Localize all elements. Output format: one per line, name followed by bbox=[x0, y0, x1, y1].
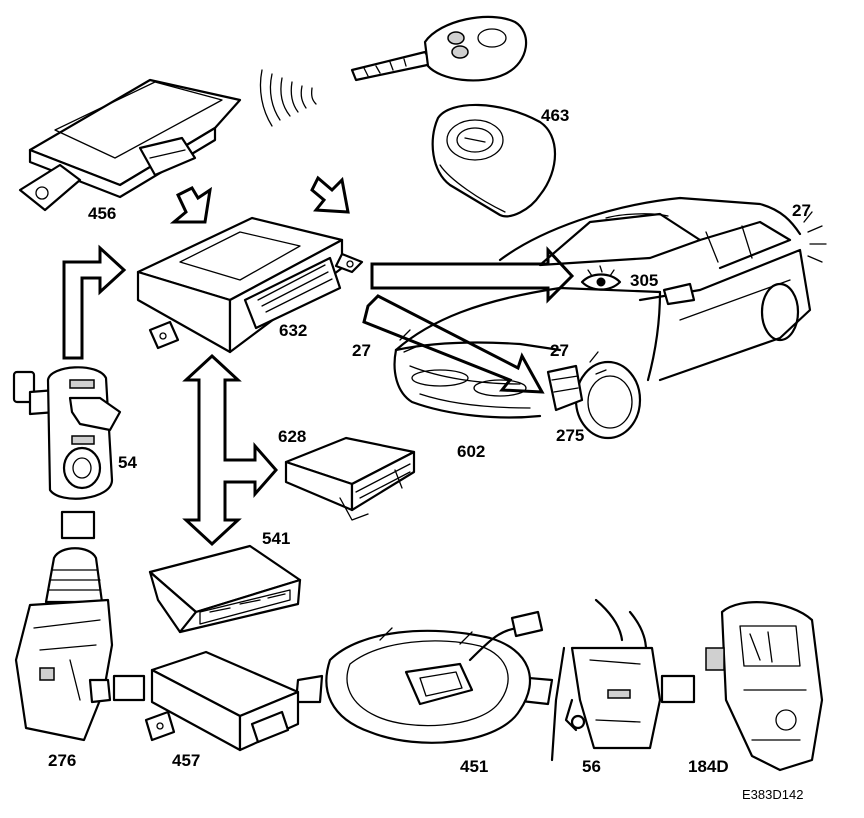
label-27-rear: 27 bbox=[792, 201, 811, 220]
radio-waves bbox=[259, 69, 317, 127]
connector-276-457 bbox=[112, 674, 146, 702]
receiver-module-456 bbox=[18, 78, 242, 212]
label-305: 305 bbox=[630, 271, 659, 290]
connector-457-451 bbox=[294, 674, 324, 704]
arrow-key-to-632 bbox=[310, 175, 350, 214]
label-451: 451 bbox=[460, 757, 489, 776]
connector-square-54-276 bbox=[60, 510, 96, 540]
label-602: 602 bbox=[457, 442, 486, 461]
lock-actuator-184d bbox=[705, 601, 824, 772]
label-184d: 184D bbox=[688, 757, 729, 776]
label-275: 275 bbox=[556, 426, 585, 445]
roof-console-451 bbox=[325, 610, 544, 744]
switch-56 bbox=[550, 598, 662, 762]
arrow-54-to-632 bbox=[62, 244, 127, 360]
figure-code: E383D142 bbox=[742, 787, 804, 802]
ignition-switch-463 bbox=[431, 103, 557, 218]
label-54: 54 bbox=[118, 453, 137, 472]
label-457: 457 bbox=[172, 751, 201, 770]
arrow-632-541-628 bbox=[182, 353, 278, 547]
label-632: 632 bbox=[279, 321, 308, 340]
label-541: 541 bbox=[262, 529, 291, 548]
arrow-632-to-car bbox=[370, 246, 575, 304]
connector-56-184d bbox=[660, 674, 696, 704]
remote-key bbox=[350, 15, 528, 82]
display-541 bbox=[148, 544, 302, 634]
label-56: 56 bbox=[582, 757, 601, 776]
module-628 bbox=[284, 436, 416, 521]
label-276: 276 bbox=[48, 751, 77, 770]
door-lock-switch-54 bbox=[12, 366, 122, 500]
label-27-right: 27 bbox=[550, 341, 569, 360]
label-463: 463 bbox=[541, 106, 570, 125]
label-628: 628 bbox=[278, 427, 307, 446]
label-456: 456 bbox=[88, 204, 117, 223]
label-27-front: 27 bbox=[352, 341, 371, 360]
arrow-456-to-632 bbox=[169, 186, 213, 224]
car-602 bbox=[393, 196, 827, 440]
control-unit-632 bbox=[136, 216, 364, 354]
gear-selector-276 bbox=[14, 547, 114, 742]
module-457 bbox=[144, 650, 300, 752]
